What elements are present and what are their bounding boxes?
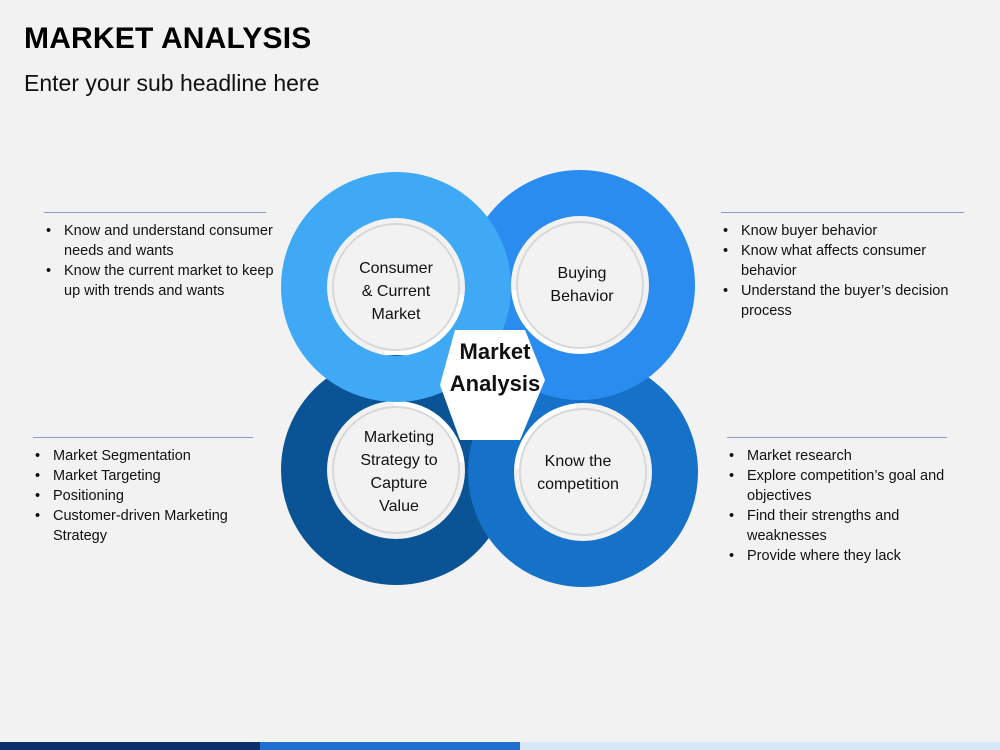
bullet-item: Find their strengths and weaknesses [727,506,967,546]
label-line: Behavior [550,288,614,305]
bullet-item: Provide where they lack [727,546,967,566]
inner-circle-bottom-right [519,408,647,536]
slide-title: MARKET ANALYSIS [24,22,312,55]
center-label-line: Analysis [449,371,541,396]
bullet-item: Know buyer behavior [721,221,966,241]
divider [44,212,266,213]
bullet-item: Market Targeting [33,466,273,486]
label-top-right: Buying Behavior [522,262,642,308]
bullet-item: Customer-driven Marketing Strategy [33,506,273,546]
label-line: Consumer [359,260,433,277]
bullet-item: Positioning [33,486,273,506]
bullet-list: Market Segmentation Market Targeting Pos… [33,446,273,546]
label-line: Market [371,306,421,323]
divider [727,437,947,438]
bullet-item: Explore competition’s goal and objective… [727,466,967,506]
bullet-list: Market research Explore competition’s go… [727,446,967,566]
bullet-list: Know and understand consumer needs and w… [44,221,284,301]
info-bottom-right: Market research Explore competition’s go… [727,437,967,566]
info-top-left: Know and understand consumer needs and w… [44,212,284,301]
inner-circle-top-left [332,223,460,351]
footer-bar [0,742,1000,750]
ring-top-left [281,172,511,402]
inner-circle-bottom-left [332,406,460,534]
center-label-line: Market [459,339,531,364]
label-line: competition [537,476,619,493]
bullet-list: Know buyer behavior Know what affects co… [721,221,966,321]
bullet-item: Know what affects consumer behavior [721,241,966,281]
center-shape-overlay [440,330,545,440]
bullet-item: Know and understand consumer needs and w… [44,221,284,261]
divider [721,212,964,213]
slide-subtitle: Enter your sub headline here [24,70,320,96]
bullet-item: Understand the buyer’s decision process [721,281,966,321]
label-line: Value [379,498,419,515]
label-line: Strategy to [360,452,438,469]
label-top-left: Consumer & Current Market [336,257,456,326]
bullet-item: Market research [727,446,967,466]
info-top-right: Know buyer behavior Know what affects co… [721,212,966,321]
label-line: Marketing [363,429,435,446]
label-bottom-left: Marketing Strategy to Capture Value [339,426,459,518]
label-line: Know the [544,453,612,470]
divider [33,437,253,438]
label-line: Buying [557,265,607,282]
label-line: & Current [361,283,431,300]
label-line: Capture [370,475,428,492]
center-label: Market Analysis [425,336,565,400]
info-bottom-left: Market Segmentation Market Targeting Pos… [33,437,273,546]
inner-circle-top-right [516,221,644,349]
bullet-item: Know the current market to keep up with … [44,261,284,301]
label-bottom-right: Know the competition [518,450,638,496]
bullet-item: Market Segmentation [33,446,273,466]
